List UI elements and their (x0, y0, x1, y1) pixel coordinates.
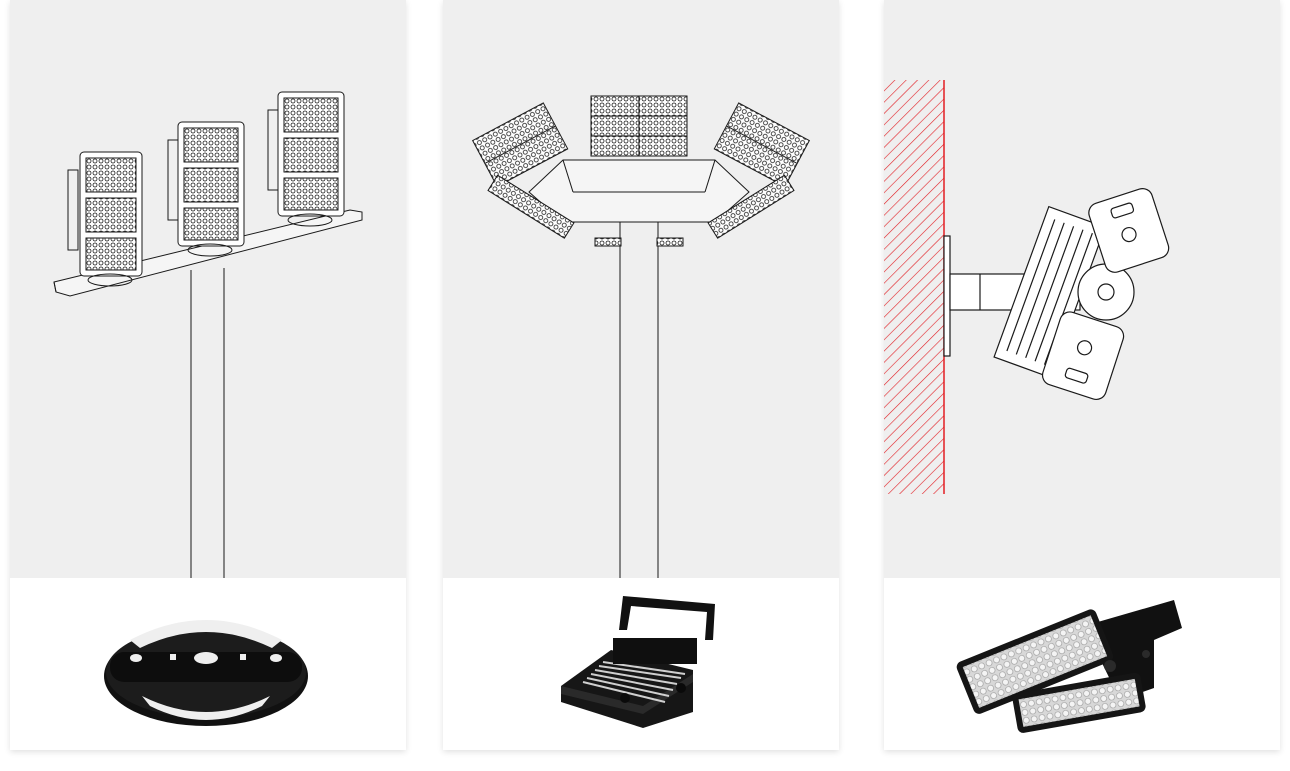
wall-mounted-floodlight-with-arm-icon (884, 80, 1170, 494)
wall-hatch (884, 80, 944, 494)
pole-with-three-floodlights-on-crossbar-icon (53, 91, 363, 578)
product-photo-panel (443, 578, 839, 750)
diagram-panel (10, 0, 406, 578)
high-mast-ring-floodlights-icon (471, 95, 811, 578)
mounting-option-card-high-mast[interactable] (443, 0, 839, 750)
diagram-panel (884, 0, 1280, 578)
product-photo-panel (10, 578, 406, 750)
dual-module-floodlight-with-bracket-icon (956, 600, 1182, 733)
product-photo-panel (884, 578, 1280, 750)
mounting-option-card-wall[interactable] (884, 0, 1280, 750)
diagram-panel (443, 0, 839, 578)
mounting-option-card-pole-crossbar[interactable] (10, 0, 406, 750)
oval-crossbar-mounting-plate-icon (104, 620, 308, 726)
floodlight-with-u-bracket-icon (561, 596, 715, 728)
